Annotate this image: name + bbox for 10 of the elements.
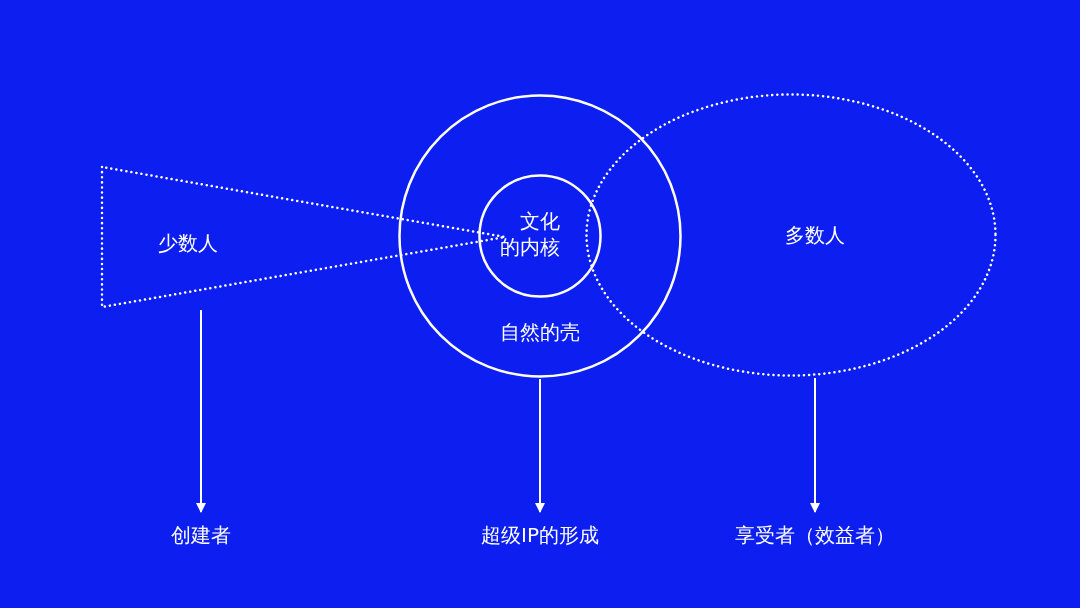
arrow: [535, 378, 545, 513]
node-label: 创建者: [171, 522, 231, 548]
region-label: 多数人: [785, 222, 845, 248]
node-label: 超级IP的形成: [481, 522, 599, 548]
arrow: [196, 309, 206, 513]
region-label: 少数人: [158, 230, 218, 256]
region-label: 文化的内核: [499, 208, 561, 260]
region-label: 自然的壳: [500, 319, 580, 345]
node-label: 享受者（效益者）: [735, 522, 895, 548]
arrow: [810, 377, 820, 513]
